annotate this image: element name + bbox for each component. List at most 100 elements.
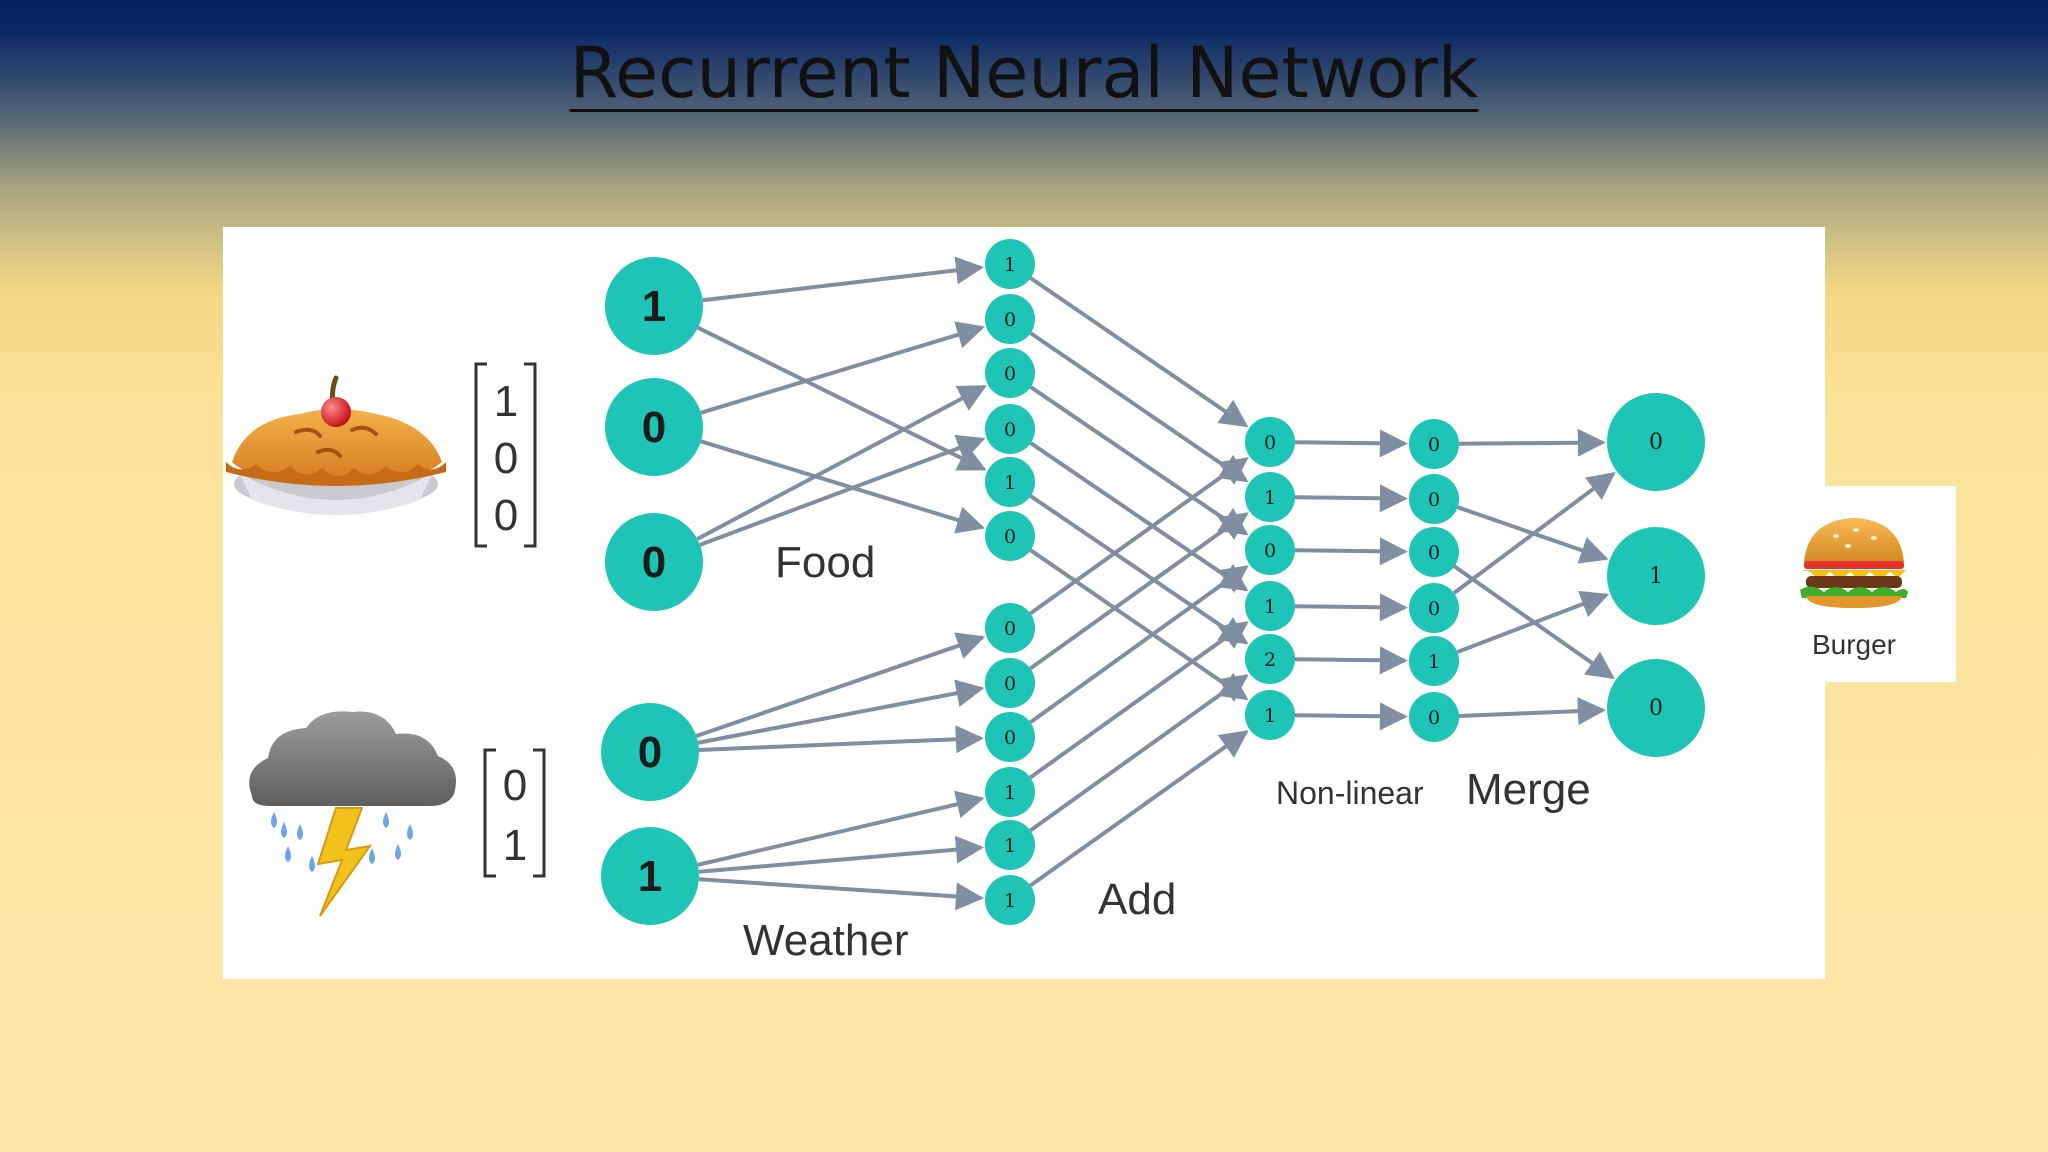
node-value-nl-0: 0 bbox=[1428, 434, 1440, 456]
node-nl-1 bbox=[1409, 474, 1459, 524]
node-value-ft-4: 1 bbox=[1004, 472, 1016, 494]
node-weather-0 bbox=[601, 703, 699, 801]
node-ft-4 bbox=[985, 457, 1035, 507]
node-add-5 bbox=[1245, 690, 1295, 740]
weather-vector-value: 0 bbox=[503, 761, 527, 810]
edge-weather0-wt1 bbox=[697, 679, 985, 745]
node-value-wt-1: 0 bbox=[1004, 673, 1016, 695]
edge-nl1-merge1 bbox=[1456, 505, 1609, 564]
node-nl-0 bbox=[1409, 419, 1459, 469]
node-value-add-0: 0 bbox=[1264, 432, 1276, 454]
node-value-merge-1: 1 bbox=[1649, 564, 1663, 589]
node-value-weather-1: 1 bbox=[638, 852, 662, 901]
node-ft-1 bbox=[985, 294, 1035, 344]
nonlinear-label: Non-linear bbox=[1276, 775, 1424, 811]
edge-food0-ft0 bbox=[702, 256, 984, 303]
edge-wt2-add2 bbox=[1029, 565, 1249, 725]
edge-ft4-add4 bbox=[1029, 494, 1249, 645]
edge-food2-ft3 bbox=[699, 434, 986, 547]
node-wt-0 bbox=[985, 603, 1035, 653]
edge-wt4-add4 bbox=[1029, 674, 1249, 833]
edge-nl0-merge0 bbox=[1458, 428, 1606, 457]
node-value-wt-3: 1 bbox=[1004, 782, 1016, 804]
node-food-2 bbox=[605, 513, 703, 611]
node-value-add-5: 1 bbox=[1264, 705, 1276, 727]
node-food-1 bbox=[605, 378, 703, 476]
add-label: Add bbox=[1098, 875, 1176, 924]
edge-food1-ft1 bbox=[700, 321, 985, 415]
node-value-weather-0: 0 bbox=[638, 728, 662, 777]
food-vector-value: 0 bbox=[494, 491, 518, 540]
edge-ft3-add3 bbox=[1029, 441, 1249, 592]
node-value-ft-2: 0 bbox=[1004, 363, 1016, 385]
edge-add0-nl0 bbox=[1294, 429, 1408, 458]
edge-wt0-add0 bbox=[1029, 457, 1249, 616]
node-value-ft-5: 0 bbox=[1004, 526, 1016, 548]
node-value-merge-2: 0 bbox=[1649, 696, 1663, 721]
edge-weather0-wt2 bbox=[698, 725, 984, 754]
edge-group bbox=[695, 256, 1616, 911]
edge-ft0-add0 bbox=[1029, 276, 1249, 428]
node-value-add-1: 1 bbox=[1264, 487, 1276, 509]
node-value-nl-4: 1 bbox=[1428, 651, 1440, 673]
node-value-wt-0: 0 bbox=[1004, 618, 1016, 640]
edge-weather1-wt3 bbox=[697, 790, 985, 867]
node-merge-1 bbox=[1607, 527, 1705, 625]
node-ft-0 bbox=[985, 239, 1035, 289]
node-value-nl-2: 0 bbox=[1428, 542, 1440, 564]
node-value-food-0: 1 bbox=[642, 282, 666, 331]
node-add-0 bbox=[1245, 417, 1295, 467]
edge-ft2-add2 bbox=[1029, 385, 1249, 536]
node-add-4 bbox=[1245, 634, 1295, 684]
node-value-food-2: 0 bbox=[642, 538, 666, 587]
edge-weather1-wt4 bbox=[698, 835, 984, 874]
food-label: Food bbox=[775, 538, 875, 587]
node-wt-5 bbox=[985, 875, 1035, 925]
edge-wt3-add3 bbox=[1029, 621, 1249, 780]
node-ft-5 bbox=[985, 511, 1035, 561]
node-value-food-1: 0 bbox=[642, 403, 666, 452]
node-value-add-2: 0 bbox=[1264, 540, 1276, 562]
burger-icon bbox=[1800, 518, 1908, 608]
node-wt-3 bbox=[985, 767, 1035, 817]
node-nl-2 bbox=[1409, 527, 1459, 577]
edge-add5-nl5 bbox=[1294, 702, 1408, 731]
node-wt-1 bbox=[985, 658, 1035, 708]
weather-vector bbox=[483, 748, 546, 878]
edge-add3-nl3 bbox=[1294, 593, 1408, 622]
edge-weather0-wt0 bbox=[695, 632, 986, 738]
edge-wt1-add1 bbox=[1029, 512, 1249, 671]
node-merge-0 bbox=[1607, 393, 1705, 491]
node-value-add-3: 1 bbox=[1264, 596, 1276, 618]
node-value-add-4: 2 bbox=[1264, 649, 1276, 671]
node-food-0 bbox=[605, 257, 703, 355]
burger-label: Burger bbox=[1812, 629, 1896, 660]
node-value-ft-0: 1 bbox=[1004, 254, 1016, 276]
storm-cloud-icon bbox=[249, 711, 456, 917]
edge-nl4-merge1 bbox=[1456, 590, 1610, 654]
edge-add2-nl2 bbox=[1294, 537, 1408, 566]
node-value-merge-0: 0 bbox=[1649, 430, 1663, 455]
edge-ft5-add5 bbox=[1029, 548, 1249, 701]
weather-vector-value: 1 bbox=[503, 821, 527, 870]
food-vector bbox=[474, 362, 537, 548]
node-add-3 bbox=[1245, 581, 1295, 631]
node-wt-2 bbox=[985, 712, 1035, 762]
edge-food0-ft4 bbox=[697, 325, 987, 471]
node-value-nl-5: 0 bbox=[1428, 707, 1440, 729]
edge-food2-ft2 bbox=[696, 384, 987, 541]
node-ft-3 bbox=[985, 404, 1035, 454]
node-add-1 bbox=[1245, 472, 1295, 522]
edge-nl2-merge2 bbox=[1453, 564, 1615, 680]
edge-add4-nl4 bbox=[1294, 646, 1408, 675]
node-value-ft-3: 0 bbox=[1004, 419, 1016, 441]
node-nl-4 bbox=[1409, 636, 1459, 686]
node-value-wt-2: 0 bbox=[1004, 727, 1016, 749]
node-nl-3 bbox=[1409, 583, 1459, 633]
node-value-nl-1: 0 bbox=[1428, 489, 1440, 511]
node-weather-1 bbox=[601, 827, 699, 925]
edge-wt5-add5 bbox=[1029, 730, 1249, 888]
node-value-wt-4: 1 bbox=[1004, 835, 1016, 857]
pie-icon bbox=[226, 375, 446, 515]
